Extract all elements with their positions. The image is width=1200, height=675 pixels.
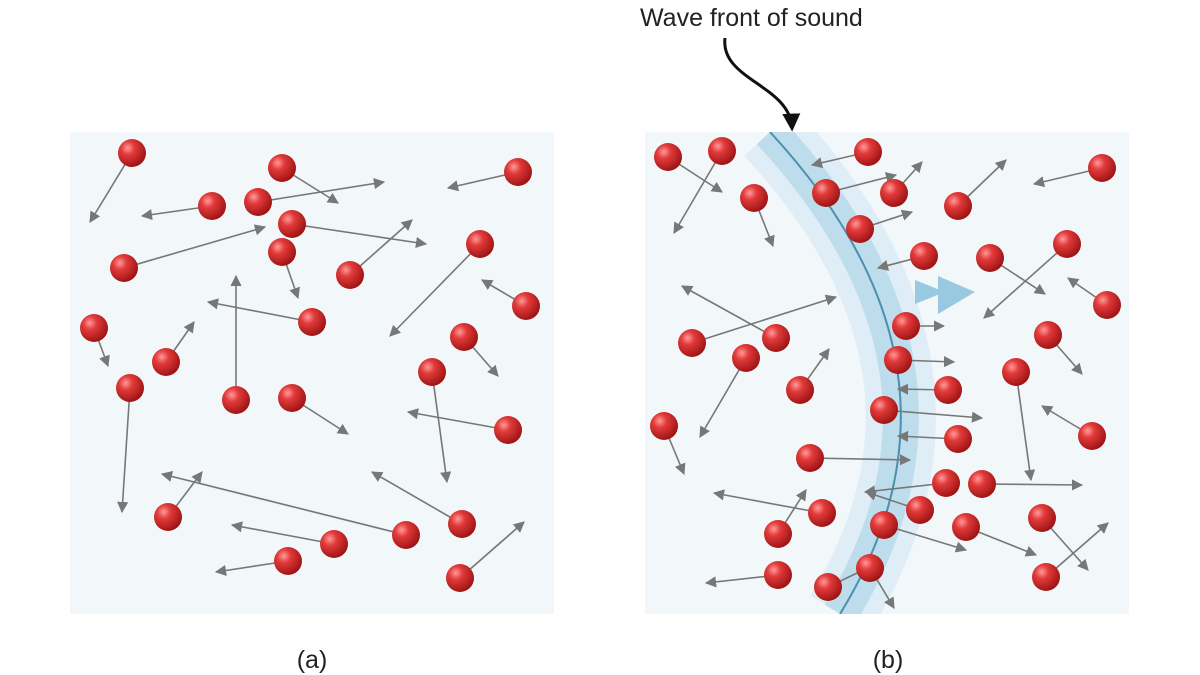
molecule-sphere-icon — [512, 292, 540, 320]
molecule-sphere-icon — [976, 244, 1004, 272]
molecule-sphere-icon — [118, 139, 146, 167]
velocity-arrow-icon — [406, 408, 509, 431]
velocity-arrow-icon — [257, 178, 386, 203]
velocity-arrow-icon — [699, 357, 747, 438]
molecule-sphere-icon — [268, 238, 296, 266]
velocity-arrow-icon — [981, 479, 1084, 491]
molecule-sphere-icon — [152, 348, 180, 376]
velocity-arrow-icon — [681, 285, 777, 339]
velocity-arrow-icon — [883, 524, 968, 553]
molecule-sphere-icon — [418, 358, 446, 386]
molecule-sphere-icon — [762, 324, 790, 352]
molecule-sphere-icon — [1032, 563, 1060, 591]
molecule-sphere-icon — [786, 376, 814, 404]
molecule-sphere-icon — [892, 312, 920, 340]
molecule-sphere-icon — [466, 230, 494, 258]
velocity-arrow-icon — [809, 454, 912, 466]
molecule-sphere-icon — [1093, 291, 1121, 319]
molecule-sphere-icon — [944, 192, 972, 220]
panel-a-background — [70, 132, 554, 614]
propagation-direction-icon — [915, 276, 975, 314]
molecule-sphere-icon — [932, 469, 960, 497]
panel-a-caption: (a) — [296, 646, 328, 674]
molecule-sphere-icon — [968, 470, 996, 498]
velocity-arrow-icon — [691, 294, 838, 344]
molecule-sphere-icon — [450, 323, 478, 351]
molecule-sphere-icon — [952, 513, 980, 541]
molecule-sphere-icon — [392, 521, 420, 549]
velocity-arrow-icon — [206, 298, 313, 323]
molecule-sphere-icon — [110, 254, 138, 282]
molecule-sphere-icon — [870, 396, 898, 424]
velocity-arrow-icon — [1015, 371, 1036, 482]
molecule-sphere-icon — [944, 425, 972, 453]
velocity-arrow-icon — [371, 471, 463, 525]
molecule-sphere-icon — [1002, 358, 1030, 386]
molecule-sphere-icon — [650, 412, 678, 440]
wave-front-label: Wave front of sound — [640, 4, 863, 32]
molecule-sphere-icon — [732, 344, 760, 372]
molecule-sphere-icon — [198, 192, 226, 220]
molecule-sphere-icon — [678, 329, 706, 357]
molecule-sphere-icon — [854, 138, 882, 166]
molecule-sphere-icon — [870, 511, 898, 539]
molecule-sphere-icon — [268, 154, 296, 182]
molecule-sphere-icon — [154, 503, 182, 531]
velocity-arrow-icon — [389, 243, 481, 337]
velocity-arrow-icon — [983, 243, 1068, 319]
velocity-arrow-icon — [459, 521, 525, 579]
velocity-arrow-icon — [291, 223, 428, 249]
molecule-sphere-icon — [336, 261, 364, 289]
molecule-sphere-icon — [764, 520, 792, 548]
molecule-sphere-icon — [278, 384, 306, 412]
molecule-sphere-icon — [446, 564, 474, 592]
molecule-sphere-icon — [278, 210, 306, 238]
molecule-sphere-icon — [504, 158, 532, 186]
molecule-sphere-icon — [796, 444, 824, 472]
molecule-sphere-icon — [244, 188, 272, 216]
molecule-sphere-icon — [846, 215, 874, 243]
molecule-sphere-icon — [222, 386, 250, 414]
molecule-sphere-icon — [764, 561, 792, 589]
panel-b-caption: (b) — [872, 646, 904, 674]
molecule-sphere-icon — [1078, 422, 1106, 450]
velocity-arrow-icon — [712, 489, 823, 514]
velocity-arrow-icon — [117, 387, 131, 514]
velocity-arrow-icon — [123, 224, 267, 269]
molecule-sphere-icon — [708, 137, 736, 165]
molecule-sphere-icon — [740, 184, 768, 212]
molecule-sphere-icon — [880, 179, 908, 207]
molecule-sphere-icon — [1088, 154, 1116, 182]
wave-front-leader-arrow — [723, 37, 801, 132]
molecule-sphere-icon — [1053, 230, 1081, 258]
molecule-sphere-icon — [448, 510, 476, 538]
molecule-sphere-icon — [494, 416, 522, 444]
molecule-sphere-icon — [814, 573, 842, 601]
velocity-arrow-icon — [883, 409, 984, 423]
velocity-arrow-icon — [673, 150, 723, 234]
velocity-arrow-icon — [431, 371, 452, 484]
molecule-sphere-icon — [274, 547, 302, 575]
molecule-sphere-icon — [856, 554, 884, 582]
molecule-sphere-icon — [884, 346, 912, 374]
molecule-sphere-icon — [320, 530, 348, 558]
molecule-sphere-icon — [906, 496, 934, 524]
velocity-arrow-icon — [160, 471, 407, 536]
molecule-sphere-icon — [80, 314, 108, 342]
molecule-sphere-icon — [1028, 504, 1056, 532]
molecule-sphere-icon — [654, 143, 682, 171]
molecule-sphere-icon — [934, 376, 962, 404]
molecule-sphere-icon — [116, 374, 144, 402]
molecule-sphere-icon — [808, 499, 836, 527]
molecule-sphere-icon — [812, 179, 840, 207]
molecule-sphere-icon — [910, 242, 938, 270]
velocity-arrow-icon — [230, 521, 335, 545]
molecule-sphere-icon — [1034, 321, 1062, 349]
molecule-sphere-icon — [298, 308, 326, 336]
